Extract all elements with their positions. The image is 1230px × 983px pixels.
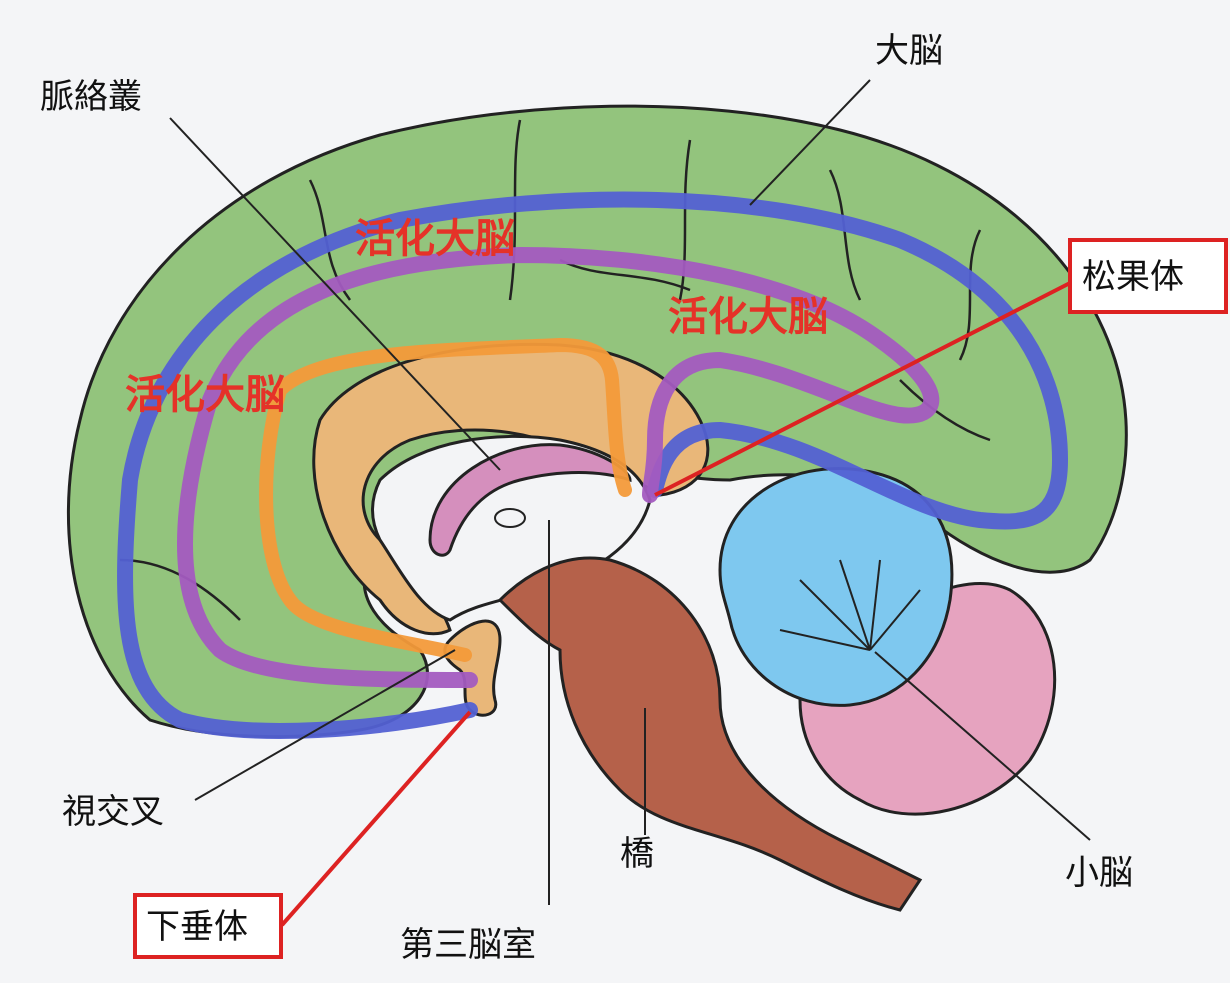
third-ventricle-label: 第三脳室 [400, 925, 536, 965]
middle-pathway-label: 活化大脳 [668, 294, 828, 340]
pineal-body-label: 松果体 [1082, 257, 1184, 297]
optic-chiasm-label: 視交叉 [62, 792, 164, 832]
interthalamic-mark [495, 509, 525, 527]
pons-label: 橋 [620, 834, 654, 874]
cerebrum-label: 大脳 [875, 31, 943, 71]
choroid-plexus-label: 脈絡叢 [40, 77, 142, 117]
pituitary-shape [445, 621, 500, 715]
pituitary-label: 下垂体 [146, 907, 248, 947]
outer-pathway-label: 活化大脳 [355, 216, 515, 262]
cerebellum-label: 小脳 [1065, 853, 1133, 893]
inner-pathway-label: 活化大脳 [125, 372, 285, 418]
pituitary-leader-line [282, 712, 470, 925]
